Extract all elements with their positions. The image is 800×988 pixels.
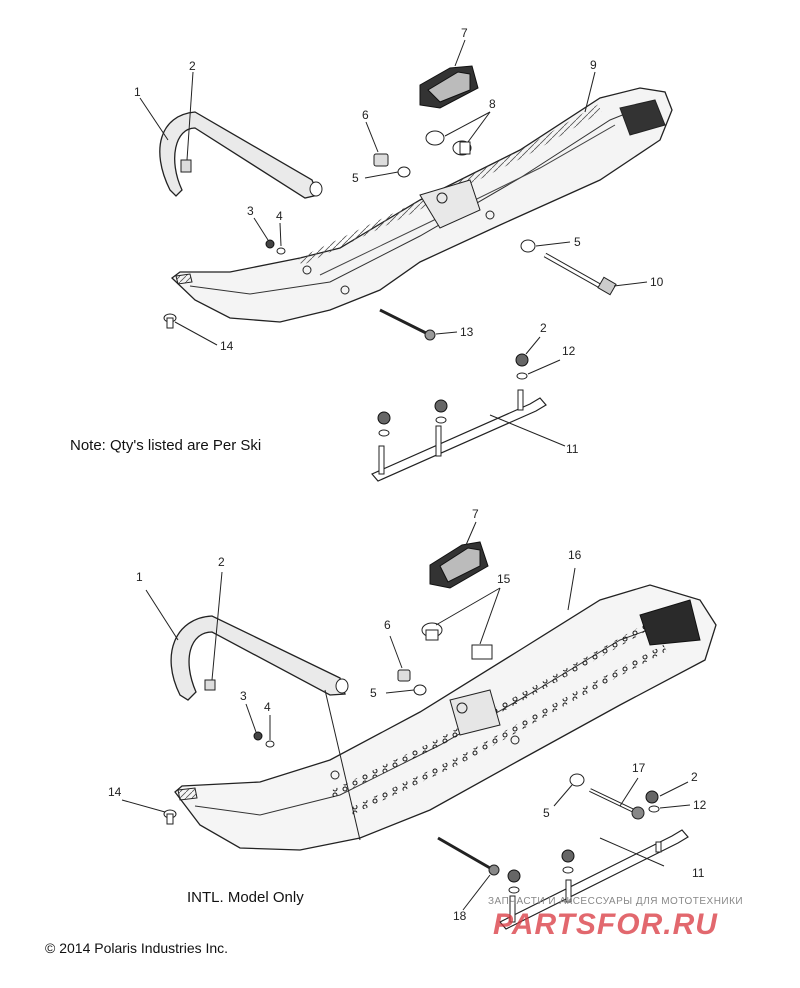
bolt-part-10 <box>543 252 617 296</box>
top-note: Note: Qty's listed are Per Ski <box>70 437 262 454</box>
carbide-runner-part-11 <box>371 353 547 482</box>
callout-top-2b: 2 <box>540 321 547 335</box>
bolt-part-13 <box>379 308 436 341</box>
callout-bottom-14: 14 <box>108 785 122 799</box>
bottom-callouts: 1 2 3 4 5 5 6 7 11 12 14 15 16 17 18 2 <box>108 507 707 923</box>
callout-top-9: 9 <box>590 58 597 72</box>
bushing-part-15 <box>421 622 493 660</box>
callout-top-12: 12 <box>562 344 576 358</box>
callout-bottom-11: 11 <box>692 866 705 880</box>
callout-top-13: 13 <box>460 325 474 339</box>
callout-top-8: 8 <box>489 97 496 111</box>
nut-washer-parts-2-12-bottom <box>645 790 660 813</box>
callout-bottom-5b: 5 <box>543 806 550 820</box>
bushing-part-8 <box>425 130 472 156</box>
callout-top-14: 14 <box>220 339 234 353</box>
fastener-parts-3-4 <box>265 239 286 255</box>
callout-bottom-16: 16 <box>568 548 582 562</box>
bottom-leader-lines <box>121 521 691 911</box>
ski-body-part-16 <box>174 584 717 851</box>
watermark-tagline: ЗАПЧАСТИ И АКСЕССУАРЫ ДЛЯ МОТОТЕХНИКИ <box>488 896 744 907</box>
bolt-part-18 <box>437 836 500 876</box>
callout-top-11: 11 <box>566 442 579 456</box>
fastener-parts-3-4-bottom <box>253 731 275 748</box>
callout-bottom-3: 3 <box>240 689 247 703</box>
callout-top-5b: 5 <box>574 235 581 249</box>
callout-bottom-7: 7 <box>472 507 479 521</box>
callout-bottom-5a: 5 <box>370 686 377 700</box>
callout-bottom-18: 18 <box>453 909 467 923</box>
nut-part-6-bottom <box>397 669 411 682</box>
callout-bottom-15: 15 <box>497 572 511 586</box>
callout-top-7: 7 <box>461 26 468 40</box>
bottom-note: INTL. Model Only <box>187 889 304 906</box>
rivet-part-14 <box>163 313 177 329</box>
bottom-ski-assembly <box>121 521 717 930</box>
carbide-runner-part-11-bottom <box>499 829 689 930</box>
callout-top-1: 1 <box>134 85 141 99</box>
callout-bottom-1: 1 <box>136 570 143 584</box>
callout-top-3: 3 <box>247 204 254 218</box>
callout-bottom-4: 4 <box>264 700 271 714</box>
callout-top-5a: 5 <box>352 171 359 185</box>
nut-part-6 <box>373 153 389 167</box>
callout-bottom-17: 17 <box>632 761 646 775</box>
washer-part-5-bottom <box>413 684 427 696</box>
washer-part-5b <box>520 239 536 253</box>
callout-bottom-6: 6 <box>384 618 391 632</box>
top-ski-assembly <box>139 39 673 482</box>
ski-loop-part-1 <box>159 111 319 199</box>
callout-top-6: 6 <box>362 108 369 122</box>
bolt-part-17 <box>589 788 645 820</box>
top-callouts: 1 2 3 4 5 5 6 7 8 9 10 11 12 13 14 2 <box>134 26 664 456</box>
callout-top-4: 4 <box>276 209 283 223</box>
rivet-part-14-bottom <box>163 809 177 825</box>
washer-part-5b-bottom <box>569 773 585 787</box>
callout-bottom-12: 12 <box>693 798 707 812</box>
callout-bottom-2b: 2 <box>691 770 698 784</box>
callout-top-2: 2 <box>189 59 196 73</box>
copyright: © 2014 Polaris Industries Inc. <box>45 940 229 956</box>
top-leader-lines <box>139 39 648 447</box>
callout-top-10: 10 <box>650 275 664 289</box>
callout-bottom-2: 2 <box>218 555 225 569</box>
watermark-brand: PARTSFOR.RU <box>493 908 718 941</box>
washer-part-5 <box>397 166 411 178</box>
ski-loop-part-1-bottom <box>170 615 346 701</box>
